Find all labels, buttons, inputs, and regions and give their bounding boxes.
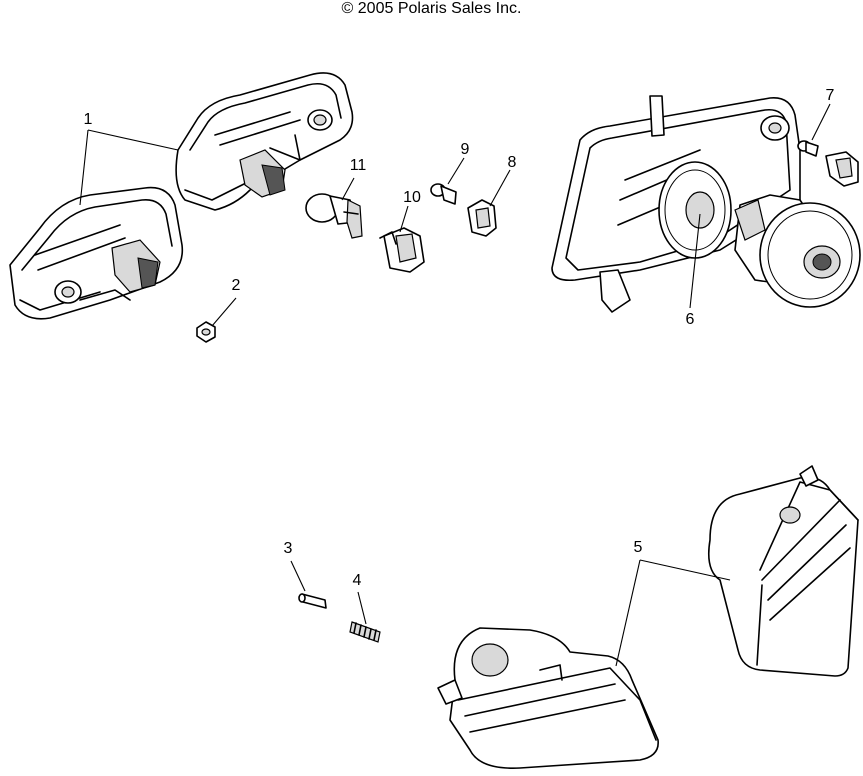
headlamp-assembly [551,95,861,313]
bulb-11 [305,193,363,239]
spring [349,621,381,643]
nut [196,321,216,343]
callout-1: 1 [83,111,93,128]
leader-lines [79,103,831,667]
bulb-7 [797,140,859,187]
tail-lamp-lower [9,186,184,320]
callout-5: 5 [633,539,643,556]
callout-8: 8 [507,154,517,171]
socket-10 [379,227,425,273]
callout-3: 3 [283,540,293,557]
bulb-9 [430,183,457,205]
screw [298,593,327,609]
callout-6: 6 [685,311,695,328]
headlamp-housing-left [437,627,659,769]
callout-11: 11 [349,157,367,174]
headlamp-housing-right [707,465,859,677]
callout-7: 7 [825,87,835,104]
socket-8 [467,199,497,237]
tail-lamp-upper [175,72,354,211]
callout-9: 9 [460,141,470,158]
callout-2: 2 [231,277,241,294]
callout-4: 4 [352,572,362,589]
callout-10: 10 [403,189,421,206]
copyright-notice: © 2005 Polaris Sales Inc. [341,0,522,17]
